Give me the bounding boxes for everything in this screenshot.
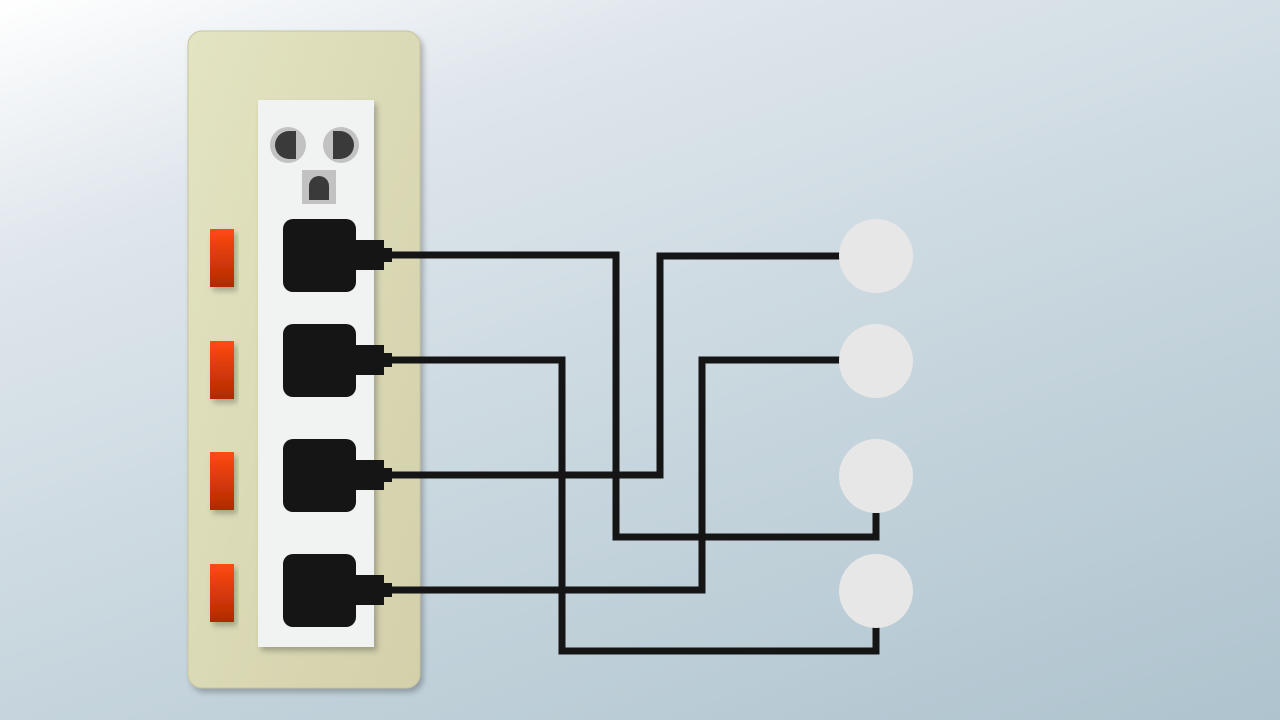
wire-plug-3[interactable]	[390, 252, 840, 479]
wire-plug-1[interactable]	[390, 251, 880, 541]
power-switch-4[interactable]	[210, 564, 234, 622]
plug-icon[interactable]	[283, 554, 392, 627]
lamp-icon[interactable]	[839, 439, 913, 513]
plug-icon[interactable]	[283, 219, 392, 292]
plug-icon[interactable]	[283, 439, 392, 512]
wires-group	[390, 251, 880, 655]
power-switch-1[interactable]	[210, 229, 234, 287]
wall-socket-icon	[270, 127, 359, 204]
power-switch-2[interactable]	[210, 341, 234, 399]
lamp-icon[interactable]	[839, 324, 913, 398]
plug-icon[interactable]	[283, 324, 392, 397]
lamp-icon[interactable]	[839, 554, 913, 628]
plugs-group	[283, 219, 392, 627]
lamps-group	[839, 219, 913, 628]
wire-plug-2[interactable]	[390, 356, 880, 655]
switches-group	[210, 229, 234, 622]
wire-plug-4[interactable]	[390, 356, 840, 594]
lamp-icon[interactable]	[839, 219, 913, 293]
power-switch-3[interactable]	[210, 452, 234, 510]
